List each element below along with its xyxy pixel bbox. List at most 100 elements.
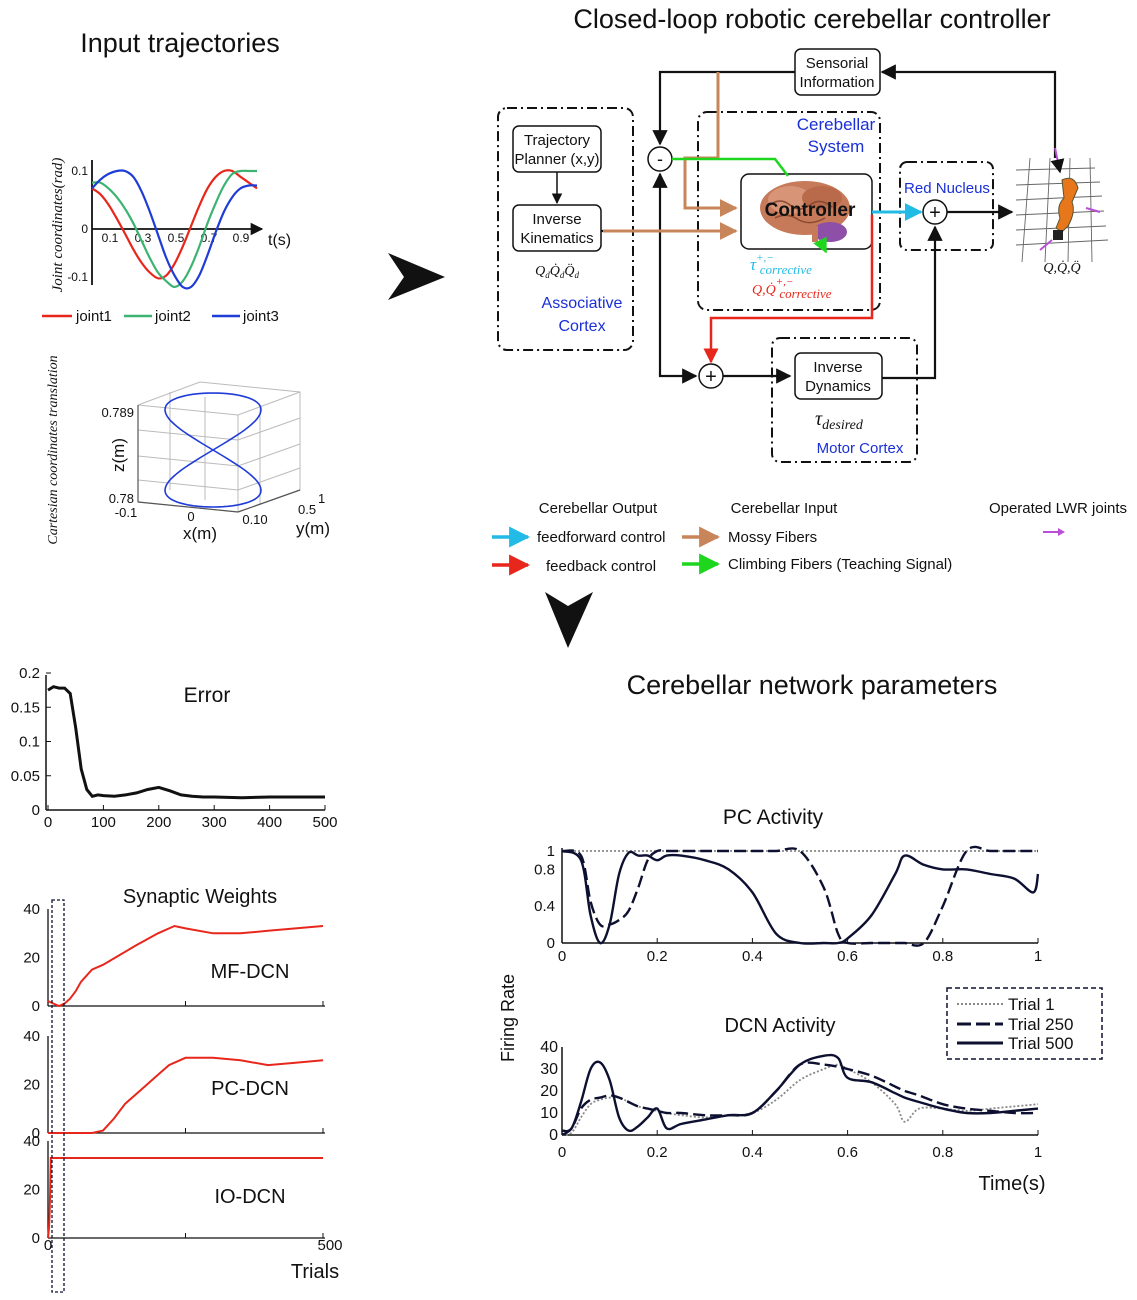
dcn-xtick: 0.6 bbox=[837, 1144, 858, 1161]
brain-icon bbox=[760, 181, 850, 242]
dcn-ytick: 0 bbox=[549, 1127, 558, 1144]
desired-to-sum-line bbox=[658, 231, 698, 384]
weights-ytick: 20 bbox=[23, 1182, 40, 1199]
legend-input-heading: Cerebellar Input bbox=[731, 500, 839, 517]
dcn-ytick: 40 bbox=[540, 1039, 558, 1056]
pc-ytick: 1 bbox=[547, 843, 555, 860]
dcn-ytick: 20 bbox=[540, 1083, 558, 1100]
weights-x-label: Trials bbox=[291, 1261, 339, 1283]
trajectory-planner-label: Planner (x,y) bbox=[514, 151, 599, 168]
error-xtick: 500 bbox=[312, 814, 337, 831]
weights-panel-label: IO-DCN bbox=[214, 1186, 285, 1208]
legend-joint3-label: joint3 bbox=[242, 308, 279, 325]
robot-to-sensorial-line bbox=[880, 64, 1057, 158]
weights-panel-label: MF-DCN bbox=[211, 961, 290, 983]
tau-desired-label: τdesired bbox=[815, 408, 864, 433]
error-xtick: 400 bbox=[257, 814, 282, 831]
dcn-series-trial-1 bbox=[561, 1063, 1039, 1136]
tau-corrective-label: τ+,−corrective bbox=[750, 252, 812, 277]
sum-plus-sign: + bbox=[705, 366, 717, 388]
legend-joint2-label: joint2 bbox=[154, 308, 191, 325]
inverse-kinematics-label: Inverse bbox=[532, 211, 581, 228]
pc-series-trial-500 bbox=[561, 849, 1040, 945]
flow-arrow-right-icon bbox=[388, 253, 445, 300]
legend-trial250-label: Trial 250 bbox=[1008, 1015, 1074, 1034]
legend-trial1-label: Trial 1 bbox=[1008, 995, 1055, 1014]
dcn-x-label: Time(s) bbox=[978, 1173, 1045, 1195]
weights-xtick: 500 bbox=[317, 1237, 342, 1254]
legend-joint1-label: joint1 bbox=[75, 308, 112, 325]
flow-arrow-down-icon bbox=[545, 592, 593, 648]
error-xtick: 200 bbox=[146, 814, 171, 831]
pc-xtick: 0.4 bbox=[742, 948, 763, 965]
error-ytick: 0.05 bbox=[11, 768, 40, 785]
cartesian-trajectory-chart: Cartesian coordinates translation 0.789 … bbox=[46, 355, 330, 544]
weights-ytick: 0 bbox=[32, 998, 40, 1015]
error-ytick: 0 bbox=[32, 802, 40, 819]
legend-ff-label: feedforward control bbox=[537, 529, 665, 546]
dcn-xtick: 0.4 bbox=[742, 1144, 763, 1161]
inverse-dynamics-box bbox=[794, 352, 883, 400]
weights-ytick: 20 bbox=[23, 950, 40, 967]
error-xtick: 300 bbox=[202, 814, 227, 831]
cart-y-label: Cartesian coordinates translation bbox=[46, 355, 61, 544]
robot-q-label: Q,Q̇,Q̈ bbox=[1043, 259, 1080, 276]
error-xtick: 100 bbox=[91, 814, 116, 831]
climbing-fiber-line bbox=[672, 157, 789, 177]
network-parameters-title: Cerebellar network parameters bbox=[627, 670, 998, 700]
cart-x-label: x(m) bbox=[183, 524, 217, 543]
pc-xtick: 0.6 bbox=[837, 948, 858, 965]
pc-xtick: 1 bbox=[1034, 948, 1042, 965]
cart-ztick: 0.789 bbox=[101, 405, 134, 420]
dcn-series-trial-500 bbox=[561, 1053, 1039, 1133]
joint-series-3 bbox=[91, 169, 258, 290]
legend-output-heading: Cerebellar Output bbox=[539, 500, 658, 517]
weights-ytick: 40 bbox=[23, 1028, 40, 1045]
dcn-xtick: 0.8 bbox=[932, 1144, 953, 1161]
diagram-legend: Cerebellar Output feedforward control fe… bbox=[492, 500, 1127, 576]
cart-xtick: 0.10 bbox=[242, 512, 267, 527]
joint-ytick-top: 0.1 bbox=[71, 164, 88, 178]
input-trajectories-title: Input trajectories bbox=[80, 28, 280, 58]
cart-ztick: 0.78 bbox=[109, 491, 134, 506]
error-title: Error bbox=[184, 684, 231, 707]
cerebellar-system-label: Cerebellar bbox=[797, 115, 876, 134]
motor-cortex-label: Motor Cortex bbox=[817, 440, 904, 457]
red-nucleus-label: Red Nucleus bbox=[904, 180, 990, 197]
q-corrective-label: Q,Q̇+,−corrective bbox=[752, 276, 832, 301]
weights-xtick: 0 bbox=[44, 1237, 52, 1254]
joint-ytick-zero: 0 bbox=[81, 222, 88, 236]
firing-rate-y-label: Firing Rate bbox=[498, 974, 518, 1062]
feedback-control-line bbox=[703, 215, 874, 364]
error-ytick: 0.1 bbox=[19, 734, 40, 751]
comparator-minus-sign: - bbox=[657, 149, 663, 169]
cart-ytick: 0.5 bbox=[298, 502, 316, 517]
sensorial-to-comparator-line bbox=[652, 70, 795, 146]
dcn-ytick: 10 bbox=[540, 1105, 558, 1122]
qd-label: QdQ̇dQ̈d bbox=[535, 262, 579, 280]
trial-legend-box bbox=[946, 987, 1103, 1060]
cart-z-label: z(m) bbox=[109, 438, 128, 472]
dcn-xtick: 1 bbox=[1034, 1144, 1042, 1161]
synaptic-weights-chart: Synaptic Weights 02040MF-DCN02040PC-DCN0… bbox=[23, 886, 343, 1293]
error-series-line bbox=[47, 685, 325, 800]
cart-xtick: -0.1 bbox=[115, 505, 137, 520]
weights-series-io-dcn bbox=[47, 1157, 323, 1239]
joint-ytick-bottom: -0.1 bbox=[67, 270, 88, 284]
red-nucleus-region bbox=[899, 161, 994, 251]
controller-label: Controller bbox=[765, 200, 856, 221]
joint-trajectory-chart: Joint coordinates(rad) t(s) 0.1 0 -0.1 0… bbox=[42, 158, 291, 325]
pc-title: PC Activity bbox=[723, 806, 824, 829]
inverse-kinematics-label: Kinematics bbox=[520, 230, 593, 247]
motor-cortex-region bbox=[771, 337, 918, 463]
closed-loop-title: Closed-loop robotic cerebellar controlle… bbox=[573, 4, 1050, 34]
dcn-xtick: 0 bbox=[558, 1144, 566, 1161]
cart-xtick: 0 bbox=[187, 509, 194, 524]
pc-ytick: 0.8 bbox=[534, 861, 555, 878]
pc-xtick: 0 bbox=[558, 948, 566, 965]
weights-series-pc-dcn bbox=[48, 1056, 324, 1134]
sum-plus-sign: + bbox=[929, 202, 941, 224]
